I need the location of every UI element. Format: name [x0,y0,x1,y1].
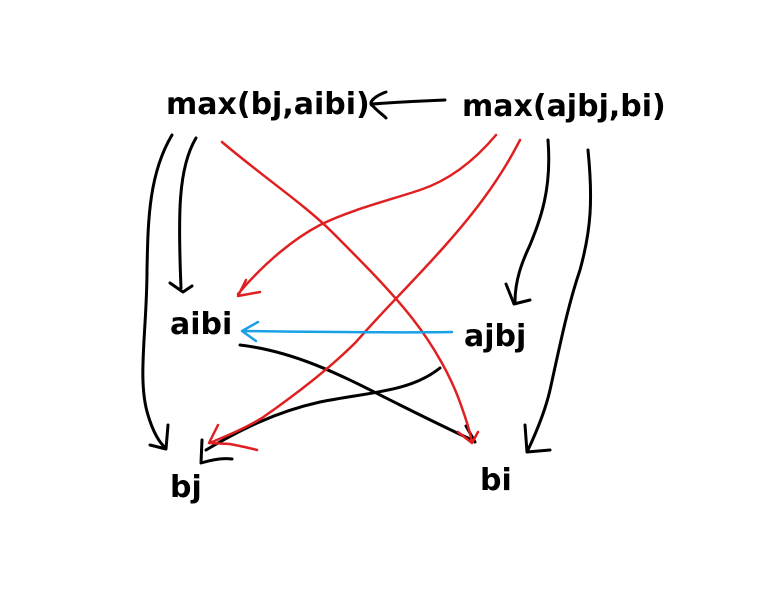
node-aibi: aibi [170,307,233,342]
node-ajbj: ajbj [464,319,527,354]
node-bj: bj [170,470,202,505]
node-bi: bi [480,463,512,498]
arrow-max-ajbj-bi-to-bi [523,148,593,454]
arrow-ajbj-to-bj [199,366,442,465]
arrow-max-ajbj-bi-to-max-bj-aibi [369,90,447,120]
arrow-max-bj-aibi-to-aibi [168,136,198,294]
node-max-ajbj-bi: max(ajbj,bi) [462,89,666,124]
node-max-bj-aibi: max(bj,aibi) [166,87,370,122]
arrow-max-ajbj-bi-to-aibi [236,133,498,298]
arrow-max-ajbj-bi-to-ajbj [504,138,551,306]
arrow-ajbj-to-aibi [240,320,454,343]
arrow-max-bj-aibi-to-bj [141,133,174,451]
arrow-max-ajbj-bi-to-bj [207,138,522,452]
arrow-max-bj-aibi-to-bi [220,140,480,445]
